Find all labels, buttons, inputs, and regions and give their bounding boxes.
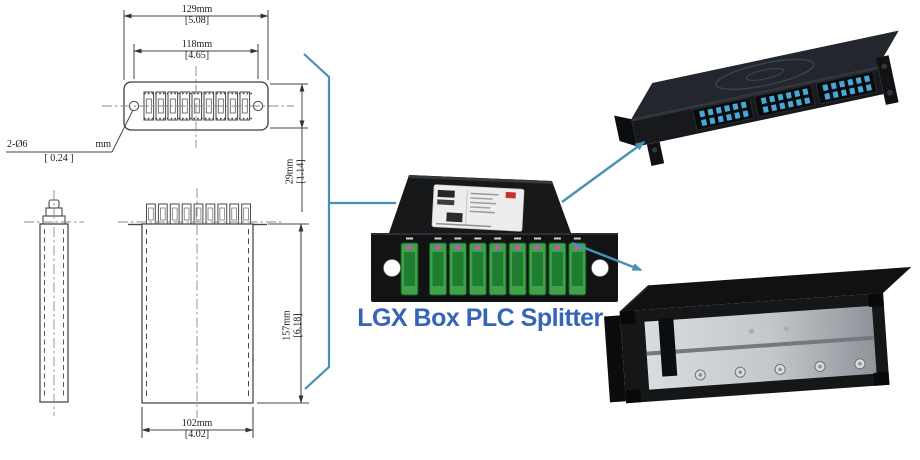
dim-faceplate-height-imperial: [1.14]	[295, 159, 306, 184]
dim-outer-width: 129mm [5.08]	[157, 4, 237, 26]
boxview-body	[141, 223, 254, 404]
sideview-drawing	[24, 190, 84, 416]
rack-enclosure-photo	[614, 30, 899, 166]
chassis-screws	[694, 323, 866, 381]
arrow-to-rack	[561, 141, 646, 203]
faceplate-drawing	[6, 10, 308, 212]
mounting-hole-right	[591, 259, 609, 277]
dim-box-width-metric: 102mm	[181, 418, 213, 429]
lgx-splitter-photo	[371, 175, 618, 302]
arrow-to-chassis	[571, 241, 643, 272]
chassis-top-face	[619, 266, 912, 312]
dim-inner-width-imperial: [4.65]	[184, 49, 210, 61]
arrows	[561, 141, 646, 272]
hole-callout-leader	[111, 109, 134, 153]
rack-ear-left	[646, 141, 665, 166]
dim-faceplate-height: 29mm [1.14]	[284, 140, 307, 204]
hole-callout: 2-Ø6 mm [ 0.24 ]	[5, 139, 113, 164]
chassis-left-cap	[603, 315, 626, 403]
label-barcode	[446, 212, 463, 223]
splitter-label	[431, 184, 525, 232]
splitter-adapters	[400, 237, 587, 296]
rack-ear-right	[875, 55, 899, 105]
chassis-inner-column	[658, 317, 678, 377]
chassis-photo	[603, 266, 912, 404]
boxview-drawing	[118, 188, 309, 438]
dim-inner-width-metric: 118mm	[181, 39, 213, 50]
label-logo-mark	[505, 191, 516, 199]
dim-box-height-imperial: [6.18]	[292, 313, 303, 338]
hole-callout-prefix: 2-Ø6	[7, 139, 28, 150]
mounting-hole-left	[383, 259, 401, 277]
hole-callout-unit: mm	[95, 139, 111, 150]
page-title: LGX Box PLC Splitter	[357, 304, 603, 332]
dim-faceplate-height-metric: 29mm	[284, 158, 296, 185]
rack-logo-icon	[715, 58, 815, 91]
dim-outer-width-metric: 129mm	[181, 4, 213, 15]
dim-box-width: 102mm [4.02]	[157, 418, 237, 440]
dim-box-width-imperial: [4.02]	[184, 428, 210, 440]
bracket-connector	[303, 53, 396, 390]
dim-outer-width-imperial: [5.08]	[184, 14, 210, 26]
rack-modules	[692, 71, 878, 131]
dim-box-height: 157mm [6.18]	[281, 294, 304, 358]
box-connectors	[146, 203, 251, 225]
dim-box-height-metric: 157mm	[281, 310, 293, 341]
rack-left-cap	[614, 115, 638, 147]
hole-callout-imperial: [ 0.24 ]	[44, 153, 74, 164]
dim-inner-width: 118mm [4.65]	[157, 39, 237, 61]
rack-top-face	[631, 30, 899, 120]
